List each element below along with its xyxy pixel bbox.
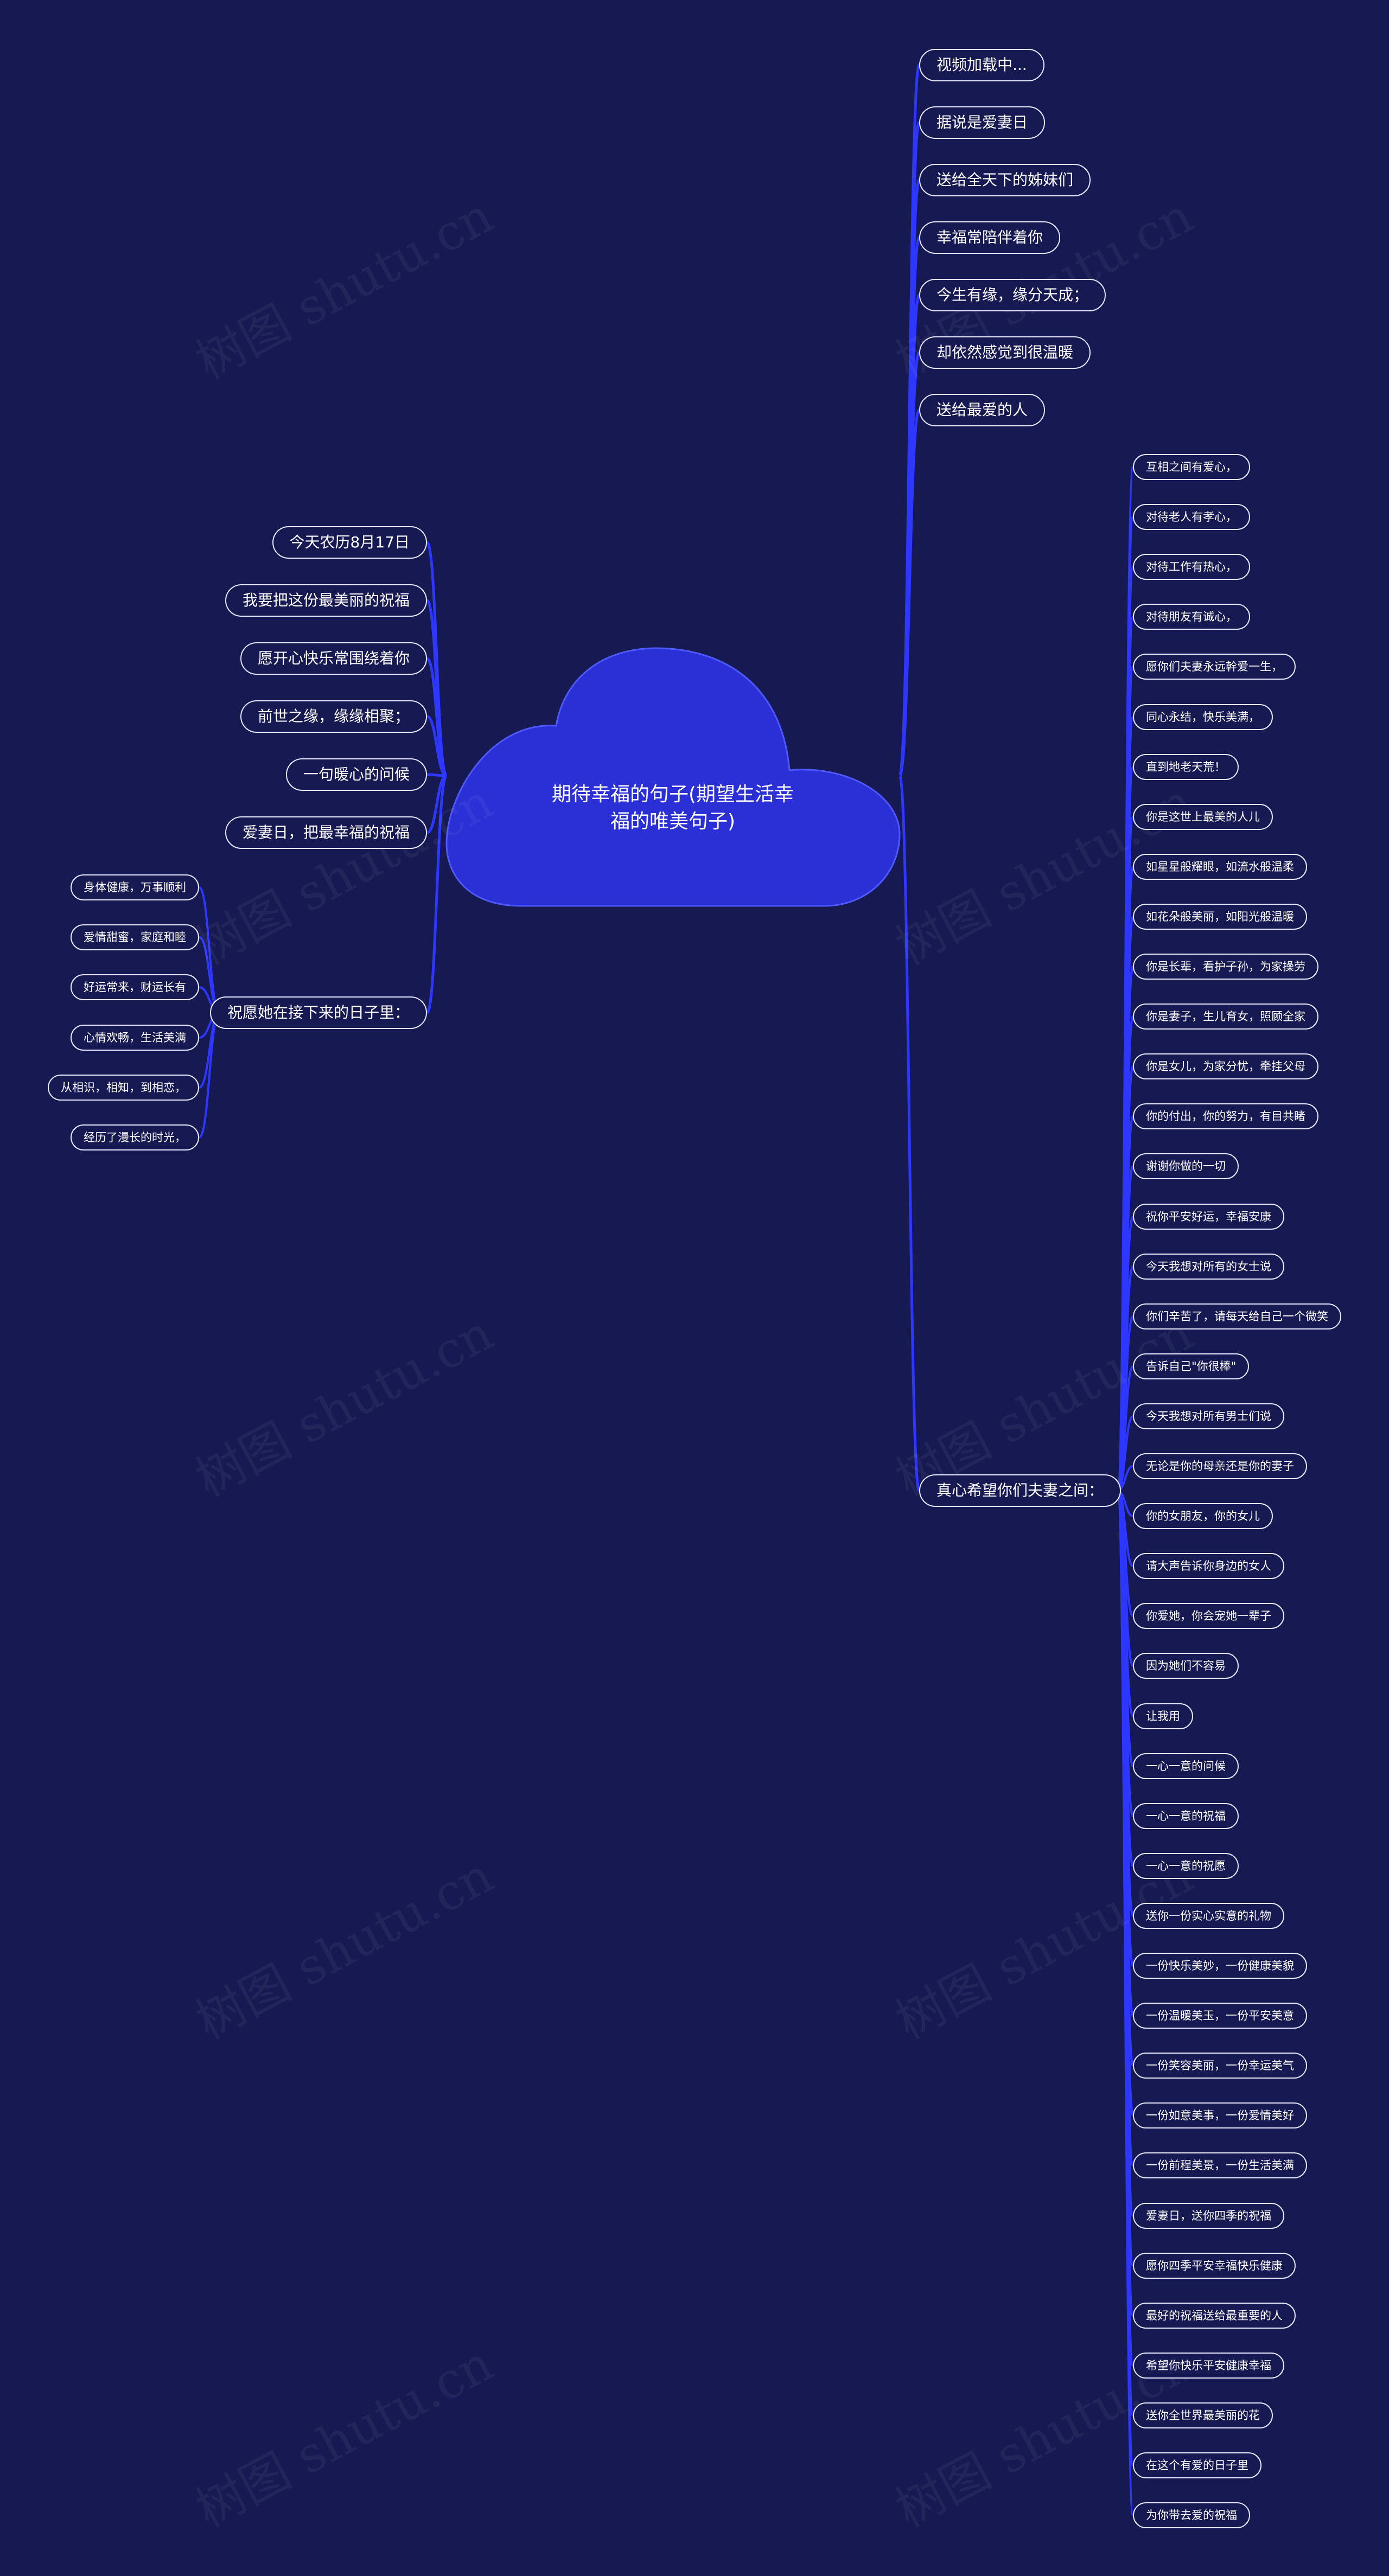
left-leaf-node[interactable]: 爱情甜蜜，家庭和睦: [71, 924, 199, 950]
right-leaf-node[interactable]: 一份温暖美玉，一份平安美意: [1133, 2003, 1307, 2029]
left-topic-node[interactable]: 一句暖心的问候: [285, 758, 427, 791]
right-leaf-node[interactable]: 你是女儿，为家分忧，牵挂父母: [1133, 1053, 1318, 1079]
right-leaf-node[interactable]: 一份笑容美丽，一份幸运美气: [1133, 2053, 1307, 2079]
right-leaf-node[interactable]: 为你带去爱的祝福: [1133, 2502, 1250, 2528]
left-topic-node[interactable]: 前世之缘，缘缘相聚；: [240, 700, 427, 733]
left-topic-node[interactable]: 愿开心快乐常围绕着你: [240, 642, 427, 675]
right-leaf-node[interactable]: 你是妻子，生儿育女，照顾全家: [1133, 1003, 1318, 1030]
right-leaf-node[interactable]: 送你一份实心实意的礼物: [1133, 1903, 1284, 1929]
right-topic-node[interactable]: 据说是爱妻日: [919, 106, 1046, 139]
right-leaf-node[interactable]: 祝你平安好运，幸福安康: [1133, 1204, 1284, 1230]
connector-line: [426, 774, 448, 834]
cloud-shape[interactable]: [445, 647, 901, 907]
right-leaf-node[interactable]: 希望你快乐平安健康幸福: [1133, 2353, 1284, 2379]
right-leaf-node[interactable]: 一心一意的问候: [1133, 1753, 1239, 1779]
right-leaf-node[interactable]: 让我用: [1133, 1703, 1193, 1729]
right-leaf-node[interactable]: 今天我想对所有男士们说: [1133, 1403, 1284, 1429]
right-topic-node[interactable]: 却依然感觉到很温暖: [919, 336, 1091, 369]
right-leaf-node[interactable]: 对待工作有热心，: [1133, 554, 1250, 580]
connector-line: [426, 715, 448, 777]
right-leaf-node[interactable]: 互相之间有爱心，: [1133, 454, 1250, 480]
connector-line: [898, 774, 921, 1492]
right-leaf-node[interactable]: 一心一意的祝愿: [1133, 1853, 1239, 1879]
right-leaf-node[interactable]: 告诉自己"你很棒": [1133, 1353, 1250, 1379]
right-leaf-node[interactable]: 一份前程美景，一份生活美满: [1133, 2152, 1307, 2178]
right-leaf-node[interactable]: 一份如意美事，一份爱情美好: [1133, 2102, 1307, 2128]
left-leaf-node[interactable]: 好运常来，财运长有: [71, 974, 199, 1000]
right-leaf-node[interactable]: 对待老人有孝心，: [1133, 504, 1250, 530]
right-leaf-node[interactable]: 一份快乐美妙，一份健康美貌: [1133, 1953, 1307, 1979]
left-leaf-node[interactable]: 经历了漫长的时光，: [71, 1124, 199, 1150]
right-leaf-node[interactable]: 在这个有爱的日子里: [1133, 2452, 1261, 2478]
right-leaf-node[interactable]: 你爱她，你会宠她一辈子: [1133, 1603, 1284, 1629]
right-topic-node[interactable]: 送给最爱的人: [919, 394, 1046, 426]
left-leaf-node[interactable]: 心情欢畅，生活美满: [71, 1025, 199, 1051]
right-leaf-node[interactable]: 你的女朋友，你的女儿: [1133, 1503, 1273, 1529]
left-leaf-node[interactable]: 身体健康，万事顺利: [71, 874, 199, 900]
right-topic-node[interactable]: 送给全天下的姊妹们: [919, 164, 1091, 196]
right-leaf-node[interactable]: 因为她们不容易: [1133, 1653, 1239, 1679]
connector-line: [1117, 1490, 1134, 2516]
right-topic-node[interactable]: 今生有缘，缘分天成；: [919, 279, 1106, 311]
left-topic-node[interactable]: 爱妻日，把最幸福的祝福: [225, 816, 427, 849]
right-leaf-node[interactable]: 你是这世上最美的人儿: [1133, 804, 1273, 830]
right-leaf-node[interactable]: 你是长辈，看护子孙，为家操劳: [1133, 954, 1318, 980]
connector-line: [198, 1012, 221, 1139]
connector-line: [898, 408, 921, 777]
left-leaf-node[interactable]: 从相识，相知，到相恋，: [48, 1075, 199, 1101]
connector-line: [426, 773, 447, 777]
left-topic-node[interactable]: 今天农历8月17日: [272, 526, 427, 559]
left-topic-node[interactable]: 我要把这份最美丽的祝福: [225, 584, 427, 617]
central-topic[interactable]: 期待幸福的句子(期望生活幸福的唯美句子): [551, 783, 794, 833]
right-leaf-node[interactable]: 你的付出，你的努力，有目共睹: [1133, 1103, 1318, 1129]
right-leaf-node[interactable]: 如星星般耀眼，如流水般温柔: [1133, 854, 1307, 880]
right-leaf-node[interactable]: 愿你四季平安幸福快乐健康: [1133, 2253, 1296, 2279]
right-leaf-node[interactable]: 愿你们夫妻永远幹爱一生，: [1133, 654, 1296, 680]
right-leaf-node[interactable]: 对待朋友有诚心，: [1133, 604, 1250, 630]
right-leaf-node[interactable]: 谢谢你做的一切: [1133, 1153, 1239, 1179]
right-topic-node[interactable]: 幸福常陪伴着你: [919, 221, 1061, 254]
right-leaf-node[interactable]: 送你全世界最美丽的花: [1133, 2402, 1273, 2428]
right-leaf-node[interactable]: 直到地老天荒！: [1133, 754, 1239, 780]
right-leaf-node[interactable]: 同心永结，快乐美满，: [1133, 704, 1273, 730]
right-leaf-node[interactable]: 今天我想对所有的女士说: [1133, 1254, 1284, 1280]
right-leaf-node[interactable]: 请大声告诉你身边的女人: [1133, 1553, 1284, 1579]
right-leaf-node[interactable]: 无论是你的母亲还是你的妻子: [1133, 1453, 1307, 1479]
right-topic-node[interactable]: 视频加载中...: [919, 49, 1044, 81]
right-leaf-node[interactable]: 最好的祝福送给最重要的人: [1133, 2303, 1296, 2329]
right-branch-node[interactable]: 真心希望你们夫妻之间：: [919, 1474, 1122, 1507]
left-branch-node[interactable]: 祝愿她在接下来的日子里：: [209, 996, 427, 1029]
connector-line: [425, 774, 448, 1014]
right-leaf-node[interactable]: 你们辛苦了，请每天给自己一个微笑: [1133, 1303, 1341, 1329]
right-leaf-node[interactable]: 如花朵般美丽，如阳光般温暖: [1133, 904, 1307, 930]
right-leaf-node[interactable]: 一心一意的祝福: [1133, 1803, 1239, 1829]
right-leaf-node[interactable]: 爱妻日，送你四季的祝福: [1133, 2203, 1284, 2229]
